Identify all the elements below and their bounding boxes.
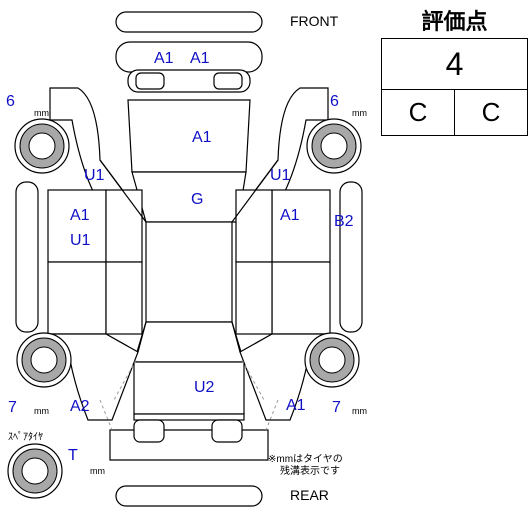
front-right-tire-icon[interactable] <box>306 118 362 174</box>
unit-mm-front-left: mm <box>34 108 49 118</box>
damage-front-bumper-left: A1 <box>154 50 174 67</box>
tread-depth-front-left: 6 <box>6 93 15 110</box>
tread-depth-rear-right: 7 <box>332 399 341 416</box>
right-rear-guide-2 <box>241 359 265 401</box>
rear-left-tire-icon[interactable] <box>16 332 72 388</box>
damage-trunk: U2 <box>194 379 215 396</box>
damage-front-bumper-right: A1 <box>190 50 210 67</box>
front-left-headlight <box>135 72 165 90</box>
damage-right-front-door: A1 <box>280 207 300 224</box>
unit-mm-rear-right: mm <box>352 406 367 416</box>
damage-front-left-fender: U1 <box>84 167 105 184</box>
right-rear-guide <box>265 399 279 431</box>
grade-score: 4 <box>382 39 527 90</box>
grade-interior: C <box>382 89 455 135</box>
damage-hood: A1 <box>192 129 212 146</box>
unit-mm-spare: mm <box>90 466 105 476</box>
rear-bumper-bar[interactable] <box>115 485 263 507</box>
spare-tire-icon[interactable] <box>7 443 63 499</box>
trunk[interactable] <box>133 361 245 415</box>
damage-left-front-door-1: A1 <box>70 207 90 224</box>
right-side-sill[interactable] <box>339 181 363 333</box>
rear-right-tire-icon[interactable] <box>304 332 360 388</box>
tread-depth-rear-left: 7 <box>8 399 17 416</box>
left-rear-door[interactable] <box>47 261 107 335</box>
left-c-pillar-line <box>137 321 147 353</box>
grade-exterior: C <box>481 97 501 127</box>
left-rear-window <box>105 261 143 335</box>
note-line-2: 残溝表示です <box>280 464 340 477</box>
tread-depth-spare: T <box>68 447 78 464</box>
damage-rear-left-quarter: A2 <box>70 398 90 415</box>
left-rear-guide-2 <box>113 359 137 401</box>
damage-windshield: G <box>191 191 203 208</box>
left-side-sill[interactable] <box>15 181 39 333</box>
right-a-pillar-line <box>231 159 279 223</box>
rear-right-lamp <box>211 419 243 443</box>
right-rear-window <box>235 261 273 335</box>
left-rear-guide <box>99 399 113 431</box>
windshield[interactable] <box>131 171 247 223</box>
unit-mm-rear-left: mm <box>34 406 49 416</box>
right-rear-door[interactable] <box>271 261 331 335</box>
front-left-tire-icon[interactable] <box>14 118 70 174</box>
damage-left-front-door-2: U1 <box>70 232 91 249</box>
rear-left-lamp <box>133 419 165 443</box>
left-a-pillar-line <box>99 159 147 223</box>
spare-tire-label: ｽﾍﾟｱﾀｲﾔ <box>8 431 43 443</box>
damage-front-right-fender: U1 <box>270 167 291 184</box>
note-line-1: ※mmはタイヤの <box>268 453 343 465</box>
right-front-window <box>235 189 273 263</box>
roof[interactable] <box>145 221 233 323</box>
unit-mm-front-right: mm <box>352 108 367 118</box>
rear-label: REAR <box>290 487 329 503</box>
front-bumper[interactable] <box>115 41 263 73</box>
tread-depth-front-right: 6 <box>330 93 339 110</box>
left-front-door[interactable] <box>47 189 107 263</box>
damage-right-side-panel: B2 <box>334 213 354 230</box>
right-front-door[interactable] <box>271 189 331 263</box>
left-front-window <box>105 189 143 263</box>
grade-title: 評価点 <box>421 10 488 35</box>
grade-box: 4 C C <box>381 38 528 136</box>
rear-glass[interactable] <box>133 321 245 363</box>
damage-rear-right-quarter: A1 <box>286 397 306 414</box>
front-bumper-bar[interactable] <box>115 11 263 33</box>
trunk-lip <box>133 413 245 421</box>
hood[interactable] <box>127 99 251 173</box>
front-right-headlight <box>213 72 243 90</box>
right-c-pillar-line <box>231 321 241 353</box>
front-label: FRONT <box>290 13 339 29</box>
